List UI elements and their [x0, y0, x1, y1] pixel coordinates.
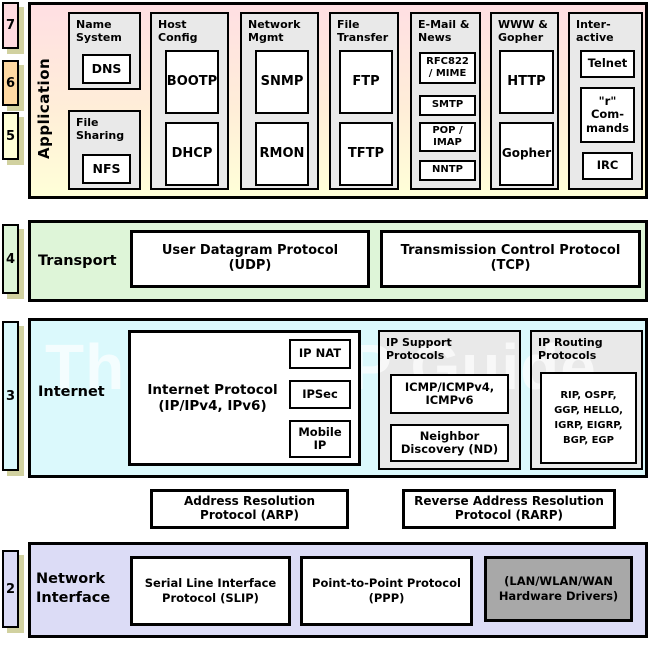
protocol-box-telnet: Telnet [580, 50, 635, 78]
protocol-box-hardware-drivers: (LAN/WLAN/WAN Hardware Drivers) [484, 556, 633, 622]
group-title: Name System [76, 18, 122, 45]
protocol-box-ip-nat: IP NAT [289, 339, 351, 369]
group-title: File Sharing [76, 116, 125, 143]
group-title: Network Mgmt [248, 18, 301, 45]
protocol-box-icmp: ICMP/ICMPv4, ICMPv6 [390, 374, 509, 414]
group-www-gopher: WWW & Gopher HTTP Gopher [490, 12, 559, 190]
protocol-box-http: HTTP [499, 50, 554, 114]
protocol-box-tcp: Transmission Control Protocol (TCP) [380, 230, 641, 288]
protocol-box-routing-protocols-list: RIP, OSPF, GGP, HELLO, IGRP, EIGRP, BGP,… [540, 372, 637, 464]
group-title: E-Mail & News [418, 18, 470, 45]
group-title: Inter- active [576, 18, 614, 45]
protocol-box-nntp: NNTP [419, 160, 476, 181]
protocol-box-snmp: SNMP [255, 50, 309, 114]
group-file-transfer: File Transfer FTP TFTP [329, 12, 399, 190]
protocol-box-nfs: NFS [82, 154, 131, 184]
group-name-system: Name System DNS [68, 12, 141, 90]
layer-7-badge: 7 [2, 2, 19, 49]
group-title: WWW & Gopher [498, 18, 548, 45]
group-title: IP Routing Protocols [538, 336, 603, 363]
internet-protocol-label: Internet Protocol (IP/IPv4, IPv6) [147, 381, 278, 414]
network-interface-layer-label: Network Interface [36, 571, 111, 606]
protocol-box-rmon: RMON [255, 122, 309, 186]
layer-6-badge: 6 [2, 60, 19, 106]
group-ip-support-protocols: IP Support Protocols ICMP/ICMPv4, ICMPv6… [378, 330, 521, 470]
internet-layer-label: Internet [38, 384, 105, 400]
protocol-box-mobile-ip: Mobile IP [289, 420, 351, 458]
group-ip-routing-protocols: IP Routing Protocols RIP, OSPF, GGP, HEL… [530, 330, 643, 470]
layer-5-badge: 5 [2, 112, 19, 160]
protocol-box-irc: IRC [582, 152, 633, 180]
protocol-box-udp: User Datagram Protocol (UDP) [130, 230, 370, 288]
protocol-box-rarp: Reverse Address Resolution Protocol (RAR… [402, 489, 616, 529]
protocol-box-dns: DNS [82, 54, 131, 84]
group-host-config: Host Config BOOTP DHCP [150, 12, 229, 190]
group-title: IP Support Protocols [386, 336, 452, 363]
protocol-box-r-commands: "r" Com- mands [580, 87, 635, 143]
group-file-sharing: File Sharing NFS [68, 110, 141, 190]
group-interactive: Inter- active Telnet "r" Com- mands IRC [568, 12, 643, 190]
layer-2-badge: 2 [2, 550, 19, 628]
protocol-box-pop-imap: POP / IMAP [419, 122, 476, 152]
group-title: File Transfer [337, 18, 389, 45]
protocol-box-dhcp: DHCP [165, 122, 219, 186]
protocol-box-bootp: BOOTP [165, 50, 219, 114]
protocol-box-arp: Address Resolution Protocol (ARP) [150, 489, 349, 529]
transport-layer-label: Transport [38, 253, 117, 269]
protocol-box-ipsec: IPSec [289, 380, 351, 409]
protocol-box-neighbor-discovery: Neighbor Discovery (ND) [390, 424, 509, 462]
protocol-box-rfc822-mime: RFC822 / MIME [419, 52, 476, 84]
protocol-box-gopher: Gopher [499, 122, 554, 186]
group-email-news: E-Mail & News RFC822 / MIME SMTP POP / I… [410, 12, 481, 190]
protocol-box-smtp: SMTP [419, 95, 476, 116]
application-layer-label: Application [35, 57, 53, 159]
layer-4-badge: 4 [2, 224, 19, 294]
group-network-mgmt: Network Mgmt SNMP RMON [240, 12, 319, 190]
protocol-box-tftp: TFTP [339, 122, 393, 186]
layer-3-badge: 3 [2, 321, 19, 471]
protocol-box-ppp: Point-to-Point Protocol (PPP) [300, 556, 473, 626]
group-title: Host Config [158, 18, 198, 45]
protocol-box-ftp: FTP [339, 50, 393, 114]
protocol-box-slip: Serial Line Interface Protocol (SLIP) [130, 556, 291, 626]
